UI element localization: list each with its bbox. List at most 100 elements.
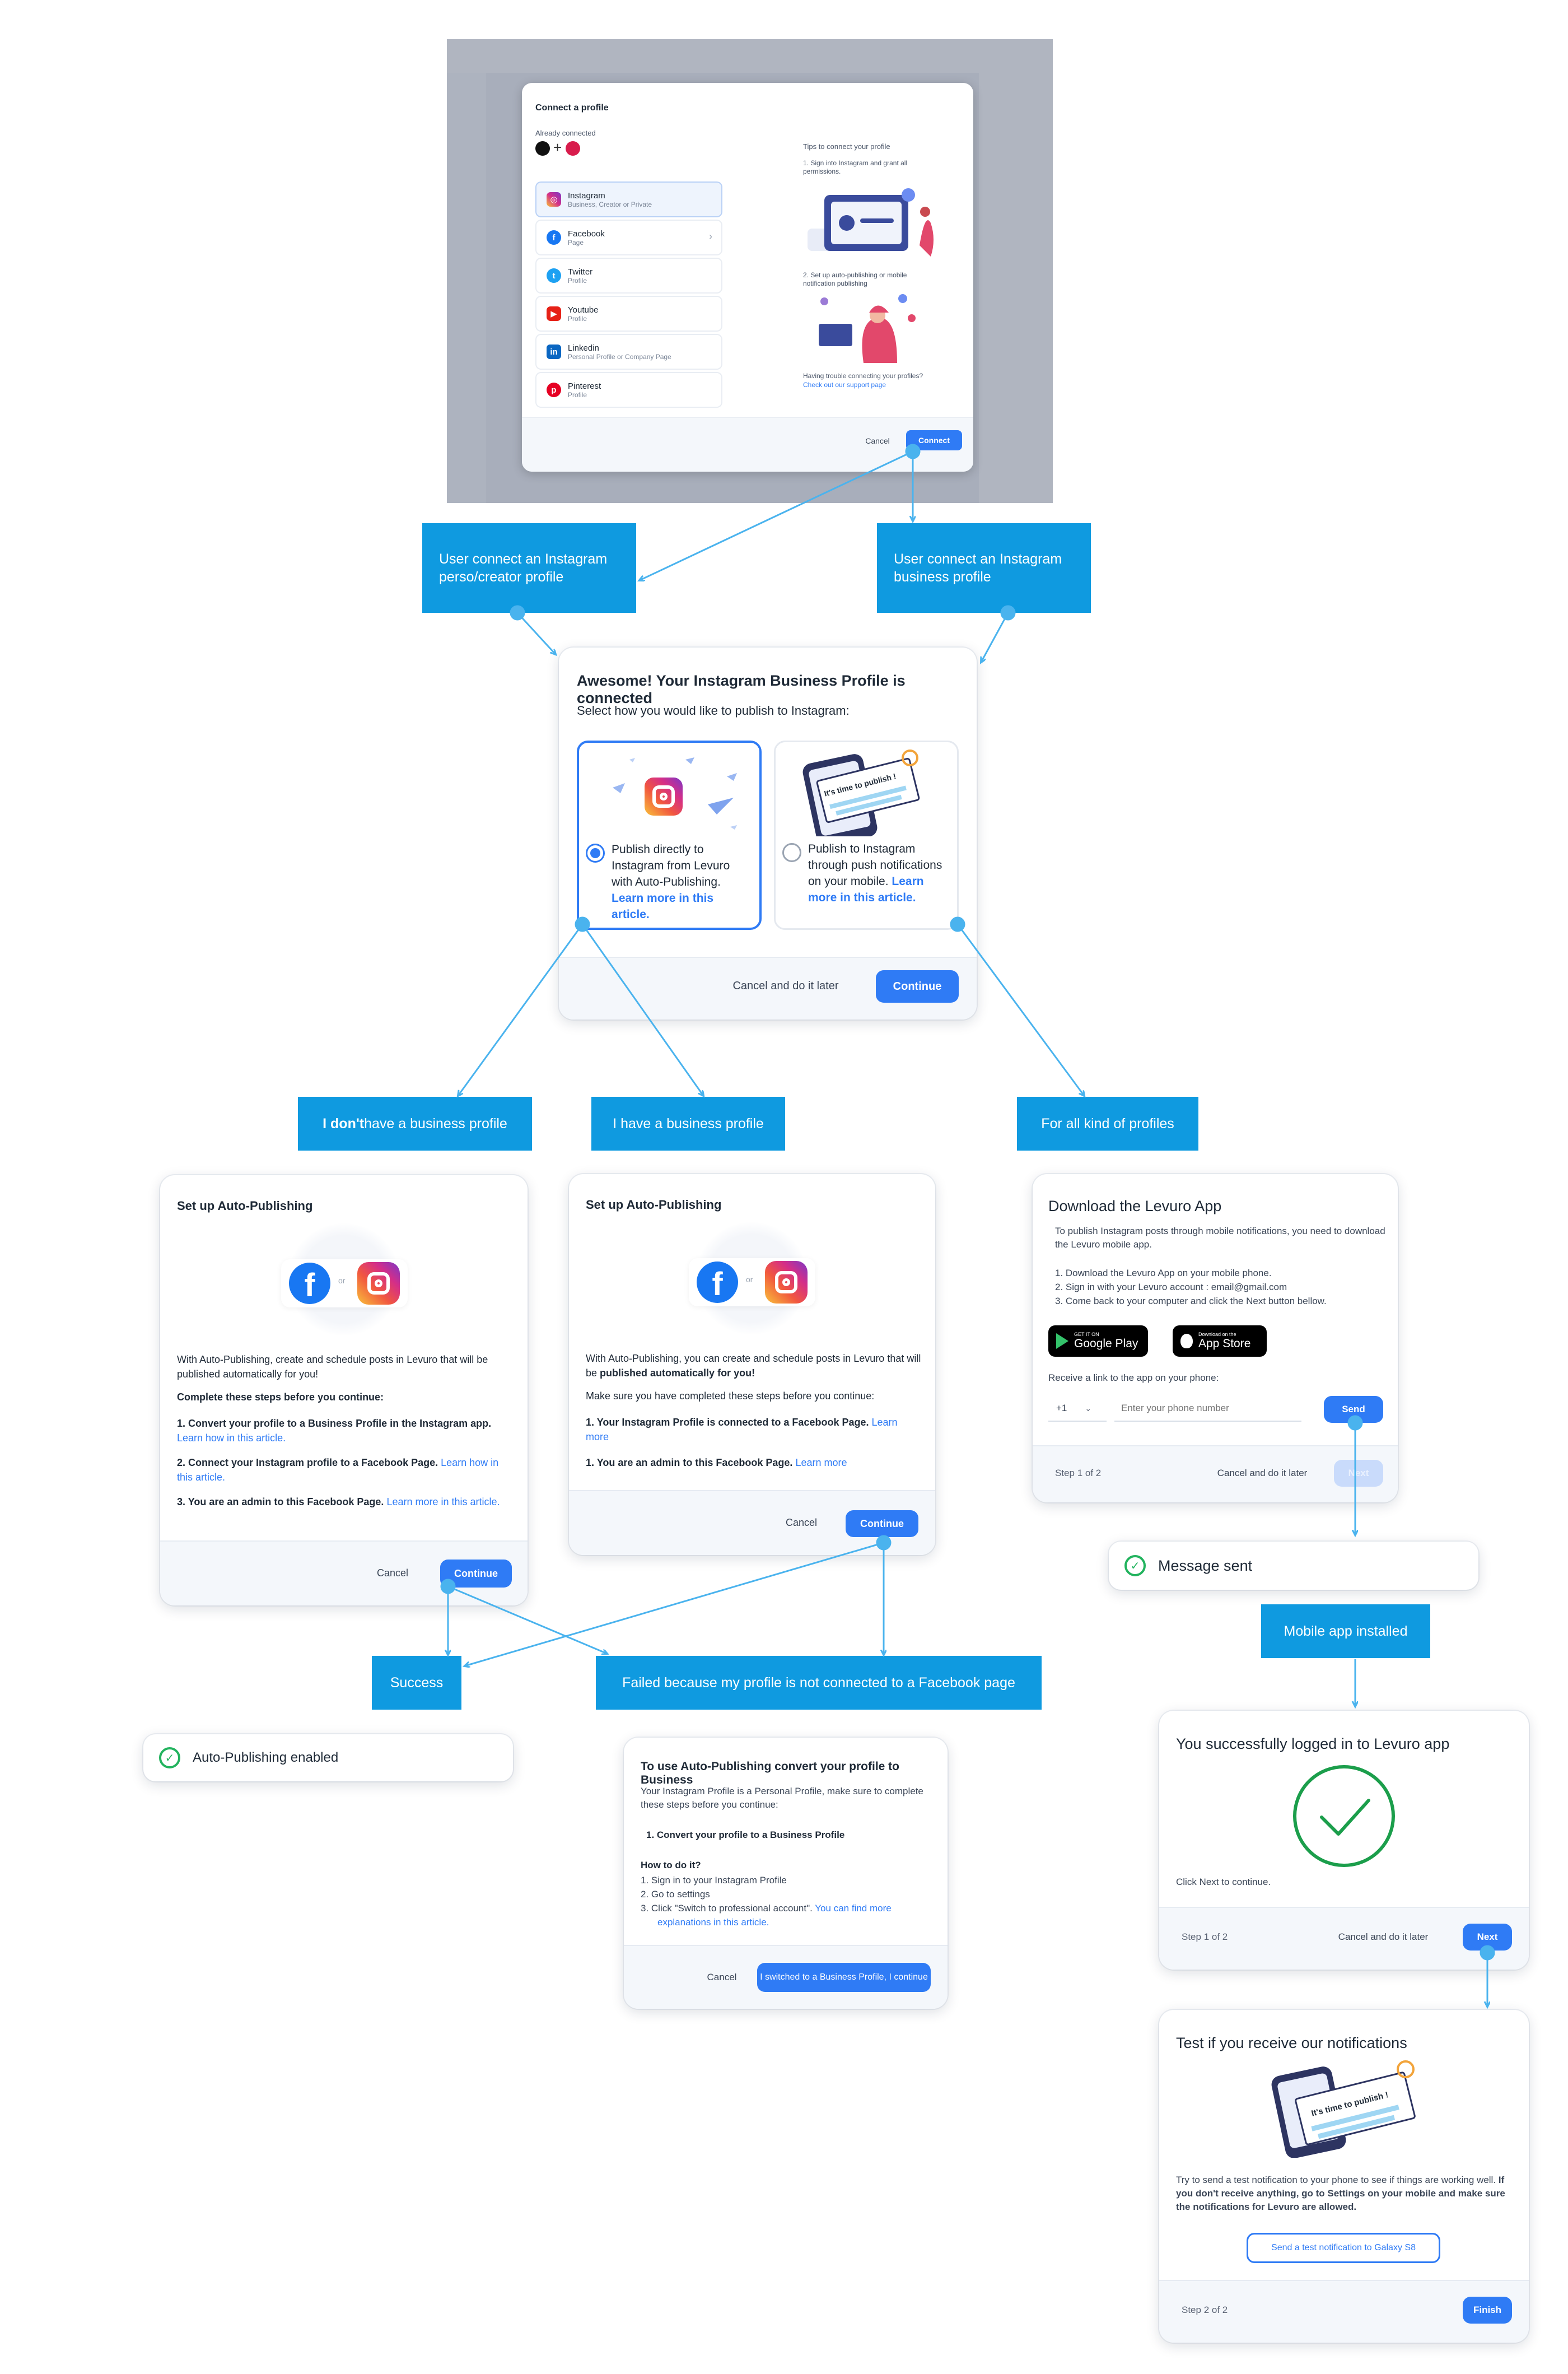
- check-icon: ✓: [1124, 1555, 1146, 1576]
- connected-avatar: [535, 141, 550, 156]
- send-button[interactable]: Send: [1324, 1396, 1383, 1423]
- option-push-notifications[interactable]: It's time to publish ! Publish to Instag…: [774, 741, 959, 930]
- intro-text: With Auto-Publishing, create and schedul…: [177, 1354, 488, 1380]
- support-page-link[interactable]: Check out our support page: [803, 381, 886, 389]
- learn-more-link[interactable]: Learn how in this article.: [177, 1457, 499, 1483]
- twitter-icon: t: [547, 268, 561, 283]
- setup-auto-publishing-card-b: Set up Auto-Publishing f or With Auto-Pu…: [569, 1174, 935, 1555]
- tip-2-illustration: [819, 294, 916, 363]
- profile-name: Instagram: [568, 190, 605, 201]
- add-profile-icon[interactable]: +: [553, 139, 562, 156]
- learn-more-link[interactable]: Learn more in this article.: [808, 875, 924, 904]
- logged-in-card: You successfully logged in to Levuro app…: [1159, 1711, 1529, 1970]
- connect-profile-screenshot: Connect a profile Already connected + ◎ …: [447, 39, 1053, 503]
- convert-to-business-card: To use Auto-Publishing convert your prof…: [624, 1738, 948, 2009]
- cancel-later-button[interactable]: Cancel and do it later: [732, 979, 839, 992]
- connect-profile-modal: Connect a profile Already connected + ◎ …: [522, 83, 973, 472]
- instagram-icon: [357, 1262, 400, 1305]
- intro-part: With Auto-Publishing, you can create and…: [586, 1353, 921, 1379]
- connect-button[interactable]: Connect: [906, 430, 962, 450]
- profile-sub: Page: [568, 238, 584, 246]
- step-text: 1. You are an admin to this Facebook Pag…: [586, 1457, 793, 1468]
- option-auto-publishing[interactable]: Publish directly to Instagram from Levur…: [577, 741, 762, 930]
- radio-auto-publishing[interactable]: [586, 844, 605, 863]
- label-success: Success: [372, 1656, 461, 1710]
- tips-title: Tips to connect your profile: [803, 142, 890, 151]
- radio-push-notifications[interactable]: [782, 843, 801, 862]
- flow-arrow: [465, 1542, 884, 1666]
- label-bold: I don't: [323, 1115, 365, 1132]
- cancel-button[interactable]: Cancel: [865, 436, 890, 445]
- store-big-text: App Store: [1198, 1337, 1251, 1350]
- pinterest-icon: p: [547, 383, 561, 397]
- card-title: Awesome! Your Instagram Business Profile…: [577, 672, 906, 706]
- cancel-button[interactable]: Cancel: [785, 1516, 818, 1528]
- profile-name: Twitter: [568, 267, 593, 277]
- step-text: 2. Connect your Instagram profile to a F…: [177, 1457, 438, 1468]
- receive-link-label: Receive a link to the app on your phone:: [1048, 1372, 1219, 1383]
- success-check-icon: [1293, 1765, 1395, 1867]
- step-3: 3. Come back to your computer and click …: [1055, 1296, 1327, 1306]
- google-play-icon: [1056, 1333, 1068, 1349]
- continue-button[interactable]: Continue: [440, 1560, 512, 1588]
- learn-more-link[interactable]: Learn more in this article.: [386, 1496, 500, 1507]
- card-title: Set up Auto-Publishing: [177, 1199, 313, 1213]
- learn-more-link[interactable]: Learn more: [795, 1457, 847, 1468]
- step-indicator: Step 1 of 2: [1055, 1468, 1102, 1478]
- tip-2: 2. Set up auto-publishing or mobile noti…: [803, 271, 907, 287]
- card-title: To use Auto-Publishing convert your prof…: [641, 1760, 899, 1786]
- step-3: 3. You are an admin to this Facebook Pag…: [177, 1495, 513, 1509]
- click-next-text: Click Next to continue.: [1176, 1877, 1271, 1887]
- instruction-bold: If you don't receive anything, go to Set…: [1176, 2175, 1505, 2212]
- phone-number-input[interactable]: [1114, 1396, 1301, 1422]
- learn-more-link[interactable]: Learn more: [586, 1417, 898, 1442]
- more-explanations-link[interactable]: You can find more explanations in this a…: [657, 1903, 892, 1928]
- card-title: Set up Auto-Publishing: [586, 1198, 722, 1212]
- continue-button[interactable]: Continue: [846, 1510, 918, 1537]
- toast-text: Auto-Publishing enabled: [193, 1750, 339, 1765]
- option-description: Publish directly to Instagram from Levur…: [612, 843, 730, 888]
- flow-arrow: [981, 612, 1009, 662]
- learn-more-link[interactable]: Learn how in this article.: [177, 1432, 286, 1444]
- cancel-button[interactable]: Cancel: [707, 1972, 737, 1982]
- step-1: 1. Convert your profile to a Business Pr…: [177, 1416, 513, 1445]
- connected-avatar-2: [566, 141, 580, 156]
- cancel-button[interactable]: Cancel: [376, 1567, 409, 1579]
- intro-bold: published automatically for you!: [600, 1367, 755, 1379]
- step-indicator: Step 1 of 2: [1182, 1931, 1228, 1942]
- apple-icon: [1180, 1334, 1193, 1348]
- profile-name: Facebook: [568, 229, 605, 239]
- step-text: 1. Your Instagram Profile is connected t…: [586, 1417, 869, 1428]
- next-button[interactable]: Next: [1463, 1924, 1512, 1951]
- store-small-text: Download on the: [1198, 1332, 1236, 1337]
- how-to-title: How to do it?: [641, 1860, 701, 1870]
- country-code-select[interactable]: +1 ⌄: [1048, 1396, 1107, 1422]
- modal-title: Connect a profile: [535, 103, 609, 113]
- option-description: Publish to Instagram through push notifi…: [808, 842, 942, 888]
- switched-continue-button[interactable]: I switched to a Business Profile, I cont…: [757, 1963, 931, 1992]
- continue-button[interactable]: Continue: [876, 970, 959, 1003]
- finish-button[interactable]: Finish: [1463, 2297, 1512, 2324]
- send-test-notification-button[interactable]: Send a test notification to Galaxy S8: [1247, 2233, 1440, 2263]
- chevron-right-icon: ›: [709, 231, 712, 242]
- cancel-later-button[interactable]: Cancel and do it later: [1217, 1468, 1308, 1478]
- next-button-disabled[interactable]: Next: [1334, 1460, 1383, 1487]
- how-to-list: 1. Sign in to your Instagram Profile 2. …: [641, 1873, 932, 1929]
- step-indicator: Step 2 of 2: [1182, 2305, 1228, 2315]
- test-instructions: Try to send a test notification to your …: [1176, 2173, 1512, 2214]
- youtube-icon: ▶: [547, 306, 561, 321]
- learn-more-link[interactable]: Learn more in this article.: [612, 892, 714, 921]
- cancel-later-button[interactable]: Cancel and do it later: [1338, 1931, 1429, 1942]
- facebook-icon: f: [697, 1262, 738, 1303]
- how-step-1: 1. Sign in to your Instagram Profile: [641, 1875, 787, 1886]
- step-2: 2. Connect your Instagram profile to a F…: [177, 1455, 513, 1484]
- how-step-2: 2. Go to settings: [641, 1889, 710, 1900]
